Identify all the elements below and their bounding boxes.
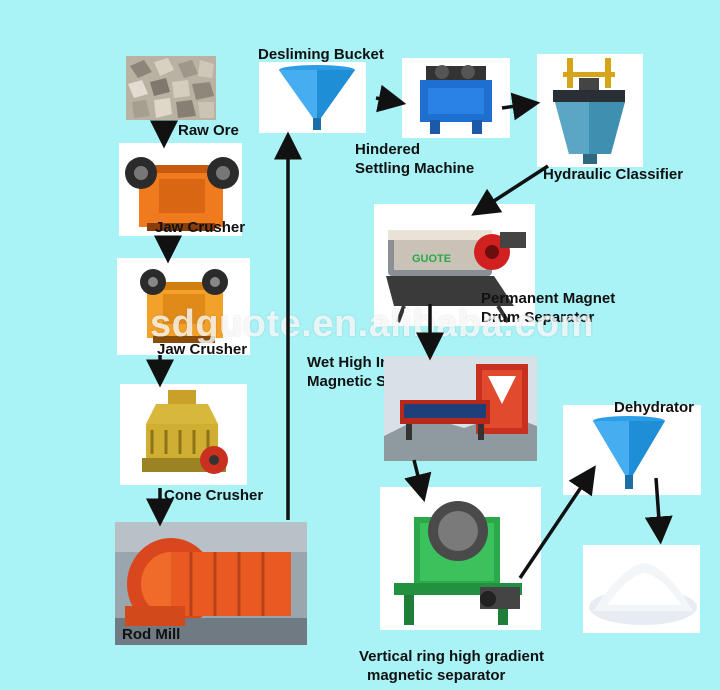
desliming-bucket-image: [259, 62, 366, 133]
vertical-ring-separator-icon: [394, 501, 522, 625]
cone-crusher-icon: [142, 390, 228, 474]
desliming-bucket-label: Desliming Bucket: [258, 46, 384, 63]
jaw-crusher-2-label: Jaw Crusher: [157, 341, 248, 358]
hydraulic-classifier-label: Hydraulic Classifier: [543, 166, 684, 183]
jaw-crusher-1-image: [119, 143, 242, 236]
arrow-dehydrator-to-product: [644, 477, 673, 545]
drum-separator-image: GUOTE: [374, 204, 535, 326]
vertical-ring-label-line2: magnetic separator: [367, 667, 506, 684]
hindered-settling-label-line2: Settling Machine: [355, 160, 475, 177]
hindered-settling-label-line1: Hindered: [355, 141, 421, 158]
watermark-text: sdguote.en.alibaba.com: [150, 303, 594, 345]
raw-ore-label: Raw Ore: [178, 122, 239, 139]
ore-rocks-icon: [126, 56, 216, 120]
dehydrator-cone-icon: [593, 416, 665, 489]
whims-image: [384, 356, 537, 461]
arrow-vertical-to-dehydrator: [518, 465, 596, 579]
jaw-crusher-1-label: Jaw Crusher: [155, 219, 246, 236]
hydraulic-classifier-image: [537, 54, 643, 167]
settling-machine-icon: [420, 65, 492, 134]
powder-pile-icon: [583, 545, 700, 633]
arrow-classifier-to-drum: [471, 164, 549, 216]
drum-brand-text: GUOTE: [412, 253, 451, 265]
jaw-crusher-icon: [125, 157, 239, 231]
cone-crusher-label: Cone Crusher: [164, 487, 264, 504]
arrow-bucket-to-settling: [375, 84, 407, 113]
drum-separator-icon: GUOTE: [386, 230, 526, 324]
dehydrator-label: Dehydrator: [614, 399, 695, 416]
drum-separator-label-line1: Permanent Magnet: [481, 290, 616, 307]
bucket-cone-icon: [279, 65, 355, 130]
arrow-settling-to-classifier: [501, 92, 541, 121]
jaw-crusher-2-image: [117, 258, 250, 355]
cone-crusher-image: [120, 384, 247, 485]
rod-mill-icon: [115, 522, 307, 645]
drum-separator-label-line2: Drum Separator: [481, 309, 595, 326]
raw-ore-image: [126, 56, 216, 120]
vertical-ring-label-line1: Vertical ring high gradient: [359, 648, 545, 665]
rod-mill-image: [115, 522, 307, 645]
hindered-settling-image: [402, 58, 510, 138]
whims-icon: [384, 356, 537, 461]
rod-mill-label: Rod Mill: [122, 626, 181, 643]
final-product-image: [583, 545, 700, 633]
vertical-ring-separator-image: [380, 487, 541, 630]
jaw-crusher-icon: [140, 269, 228, 343]
arrow-whims-to-vertical: [404, 459, 432, 503]
hydraulic-classifier-icon: [553, 58, 625, 164]
